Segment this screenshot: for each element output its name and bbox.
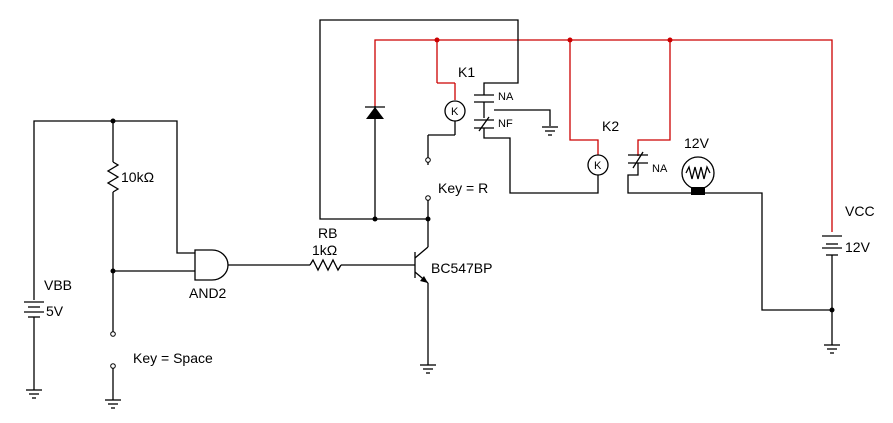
resistor-10k-label: 10kΩ — [121, 169, 154, 185]
ground-vbb-icon — [26, 389, 42, 399]
k1-coil-label: K — [451, 106, 459, 118]
ground-transistor-icon — [420, 364, 436, 374]
k2-relay: K K2 NA — [587, 118, 698, 194]
switch-key-r: Key = R — [372, 155, 488, 247]
vbb-label: VBB — [44, 277, 72, 293]
and-gate-label: AND2 — [189, 285, 227, 301]
lamp-icon: 12V — [681, 135, 832, 311]
key-r-label: Key = R — [438, 180, 488, 196]
vcc-label: VCC — [845, 203, 875, 219]
k1-relay: K K1 NA NF — [319, 19, 599, 220]
resistor-rb: RB 1kΩ — [309, 225, 415, 272]
vbb-battery: VBB 5V — [24, 120, 195, 390]
transistor-icon: BC547BP — [414, 246, 492, 365]
vcc-battery: VCC 12V — [822, 203, 875, 345]
k1-label: K1 — [458, 64, 475, 80]
switch-key-space: Key = Space — [110, 271, 213, 400]
ground-vcc-icon — [824, 344, 840, 354]
k2-coil-icon — [587, 154, 609, 176]
rb-name-label: RB — [318, 225, 337, 241]
ground-k1-icon — [542, 126, 558, 136]
k2-coil-label: K — [594, 160, 602, 172]
k2-no-label: NA — [652, 163, 668, 175]
vbb-value: 5V — [46, 303, 64, 319]
k2-label: K2 — [602, 118, 619, 134]
k1-no-label: NA — [498, 91, 514, 103]
k1-nc-label: NF — [498, 118, 513, 130]
flyback-diode — [365, 106, 385, 219]
transistor-label: BC547BP — [431, 260, 492, 276]
ground-switch-icon — [105, 399, 121, 409]
and-gate-icon: AND2 — [113, 249, 310, 301]
key-space-label: Key = Space — [133, 350, 213, 366]
resistor-10k: 10kΩ — [106, 118, 154, 274]
lamp-label: 12V — [684, 135, 710, 151]
rb-value-label: 1kΩ — [312, 242, 337, 258]
vcc-rail — [374, 37, 833, 232]
vcc-value: 12V — [845, 239, 871, 255]
